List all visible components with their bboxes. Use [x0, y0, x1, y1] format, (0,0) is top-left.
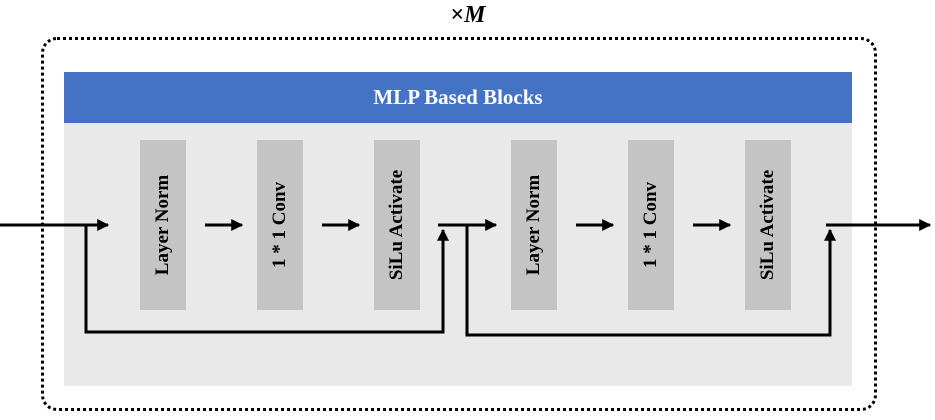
block-conv-2: 1 * 1 Conv: [628, 140, 674, 310]
residual-path-1: [84, 225, 449, 334]
block-layer-norm-2: Layer Norm: [511, 140, 557, 310]
panel-header: MLP Based Blocks: [64, 72, 852, 123]
block-silu-2: SiLu Activate: [745, 140, 791, 310]
repeat-symbol: ×: [450, 2, 465, 28]
block-layer-norm-1: Layer Norm: [140, 140, 186, 310]
repeat-variable: M: [464, 2, 486, 28]
repeat-count-label: ×M: [418, 2, 518, 30]
block-silu-1: SiLu Activate: [374, 140, 420, 310]
residual-path-2: [465, 225, 836, 337]
panel-title: MLP Based Blocks: [373, 85, 543, 109]
block-conv-1: 1 * 1 Conv: [257, 140, 303, 310]
